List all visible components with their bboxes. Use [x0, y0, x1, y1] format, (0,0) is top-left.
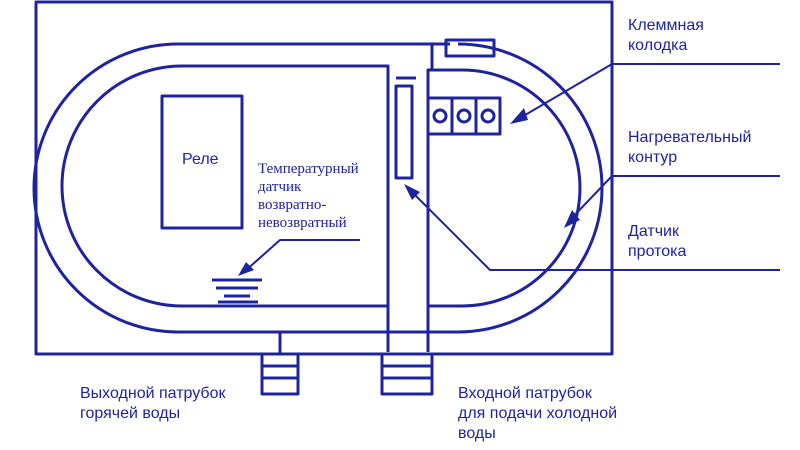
relay-box [160, 94, 244, 230]
heating-circuit-right-inner [428, 68, 582, 308]
relay-label: Реле [182, 151, 219, 168]
hot-outlet-fitting [260, 352, 300, 396]
terminal-block-label: Клеммная колодка [628, 17, 704, 54]
terminal-block [426, 96, 502, 136]
temp-sensor [212, 278, 262, 304]
terminal-block-arrowhead [510, 108, 528, 124]
heating-circuit-right-outer [428, 42, 604, 334]
heating-circuit-outer [32, 42, 434, 334]
heating-circuit-label: Нагревательный контур [628, 129, 752, 166]
terminal-screw-2 [456, 108, 472, 124]
temp-sensor-arrowhead [238, 262, 254, 276]
temp-sensor-label: Температурный датчик возвратно- невозвра… [258, 161, 359, 231]
cold-inlet-fitting [380, 352, 434, 396]
heating-circuit-callout [567, 175, 780, 223]
heater-housing [34, 0, 614, 356]
terminal-block-callout [519, 63, 780, 119]
flow-sensor-element [394, 84, 414, 180]
cold-inlet-label: Входной патрубок для подачи холодной вод… [458, 385, 618, 442]
terminal-screw-3 [480, 108, 496, 124]
flow-sensor-label: Датчик протока [628, 223, 687, 260]
heating-circuit-inner [60, 64, 390, 308]
flow-sensor-callout [409, 189, 780, 271]
temp-sensor-callout [243, 239, 360, 273]
hot-outlet-label: Выходной патрубок горячей воды [80, 385, 226, 422]
terminal-bracket [444, 38, 496, 58]
terminal-screw-1 [432, 108, 448, 124]
heating-circuit-arrowhead [564, 210, 580, 228]
flow-sensor-arrowhead [404, 184, 420, 200]
